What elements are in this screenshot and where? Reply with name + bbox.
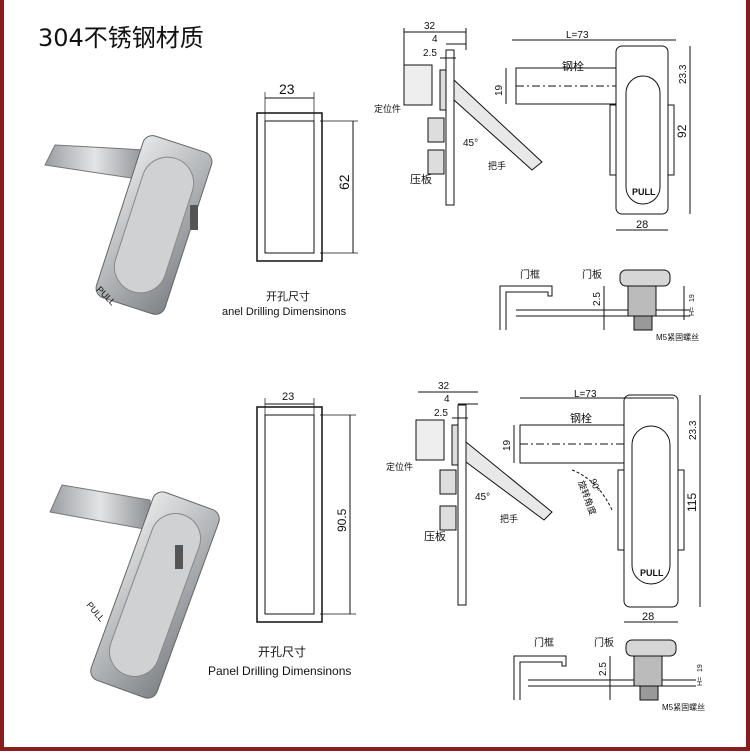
cutout-caption-en-bottom: Panel Drilling Dimensinons (208, 664, 352, 678)
front-label-bolt-bottom: 钢栓 (570, 411, 592, 425)
front-dim-115-bottom: 115 (685, 493, 699, 512)
side-dim-total-bottom: 32 (438, 381, 450, 392)
front-rot-angle-bottom: 90° (588, 477, 602, 494)
cutout-width-bottom: 23 (282, 391, 294, 403)
section-dim-25-top: 2.5 (592, 292, 603, 306)
side-label-handle-top: 把手 (488, 160, 506, 171)
page-title: 304不锈钢材质 (38, 24, 204, 52)
side-label-locator-top: 定位件 (374, 103, 401, 114)
cutout-caption-cn-top: 开孔尺寸 (266, 291, 310, 303)
cutout-caption-cn-bottom: 开孔尺寸 (258, 645, 307, 659)
cutout-height-bottom: 90.5 (335, 508, 349, 532)
section-label-frame-top: 门框 (520, 268, 540, 281)
section-label-screw-top: M5紧固螺丝 (656, 332, 699, 342)
front-dim-19-top: 19 (494, 84, 505, 96)
front-dim-L-bottom: L=73 (574, 389, 597, 400)
side-label-handle-bottom: 把手 (500, 513, 518, 524)
side-angle-bottom: 45° (475, 492, 490, 503)
front-dim-233-bottom: 23.3 (688, 420, 699, 440)
side-label-plate-top: 压板 (410, 172, 432, 186)
side-dim-total-top: 32 (424, 21, 436, 32)
product-photo-top: PULL (44, 135, 213, 315)
front-dim-92-top: 92 (675, 124, 689, 138)
section-label-door-bottom: 门板 (594, 636, 614, 649)
section-label-frame-bottom: 门框 (534, 636, 554, 649)
cutout-diagram-top (256, 92, 358, 262)
front-dim-L-top: L=73 (566, 30, 589, 41)
side-label-plate-bottom: 压板 (424, 529, 446, 543)
product-photo-bottom: PULL (49, 484, 220, 699)
side-dim-4-bottom: 4 (444, 394, 450, 405)
section-dim-25-bottom: 2.5 (598, 662, 609, 676)
side-angle-top: 45° (463, 138, 478, 149)
cutout-height-top: 62 (336, 174, 352, 190)
side-dim-25-bottom: 2.5 (434, 408, 448, 419)
section-dim-h-top: H= (689, 307, 696, 316)
side-view-top (403, 28, 543, 206)
front-view-top (505, 39, 691, 231)
photo-pull-text-bottom: PULL (84, 600, 106, 624)
side-dim-4-top: 4 (432, 34, 438, 45)
side-label-locator-bottom: 定位件 (386, 461, 413, 472)
front-view-bottom (513, 394, 701, 623)
front-dim-28-bottom: 28 (642, 611, 654, 623)
section-dim-h-bottom: H= (697, 677, 704, 686)
section-view-bottom (513, 639, 696, 701)
section-view-top (499, 269, 690, 331)
front-pull-bottom: PULL (640, 568, 664, 578)
front-pull-top: PULL (632, 187, 656, 197)
front-dim-233-top: 23.3 (678, 64, 689, 84)
cutout-width-top: 23 (279, 81, 295, 97)
front-dim-28-top: 28 (636, 219, 648, 231)
side-dim-25-top: 2.5 (423, 48, 437, 59)
cutout-caption-en-top: anel Drilling Dimensinons (222, 306, 347, 318)
section-dim-19-top: 19 (689, 294, 696, 302)
side-view-bottom (415, 391, 553, 606)
front-dim-19-bottom: 19 (502, 439, 513, 451)
section-label-door-top: 门板 (582, 268, 602, 281)
section-dim-19-bottom: 19 (697, 664, 704, 672)
cutout-diagram-bottom (256, 398, 356, 623)
front-label-bolt-top: 钢栓 (562, 59, 584, 73)
section-label-screw-bottom: M5紧固螺丝 (662, 702, 705, 712)
